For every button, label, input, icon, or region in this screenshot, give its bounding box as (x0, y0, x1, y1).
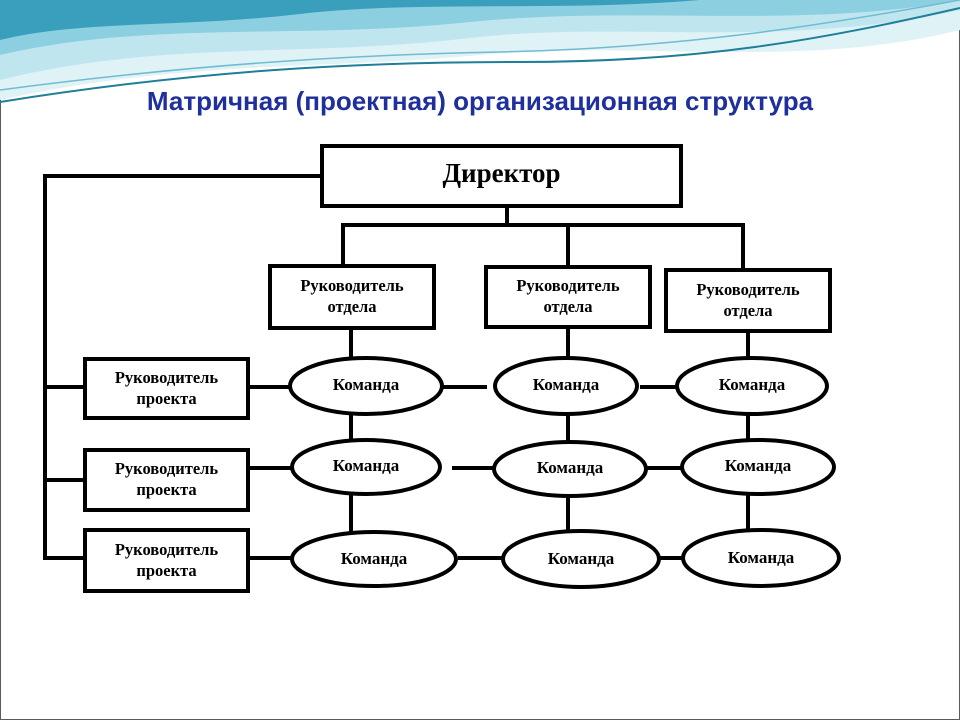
team-ellipse-r3-c3 (681, 528, 841, 588)
dept-head-box-1 (268, 264, 436, 330)
wave-line-1 (0, 7, 960, 103)
team-label-r3-c2: Команда (547, 549, 615, 569)
decorative-wave-header (0, 0, 960, 103)
slide-title: Матричная (проектная) организационная ст… (146, 86, 814, 116)
director-box (320, 144, 683, 208)
team-label-r1-c2: Команда (532, 375, 600, 395)
team-ellipse-r3-c2 (501, 529, 661, 589)
wave-line-2 (0, 0, 960, 91)
director-label: Директор (442, 158, 561, 189)
team-label-r3-c3: Команда (727, 548, 795, 568)
wave-dark (0, 0, 700, 40)
dept-head-box-2 (484, 265, 652, 329)
team-ellipse-r1-c1 (288, 356, 444, 416)
team-ellipse-r1-c3 (675, 356, 829, 416)
team-label-r2-c3: Команда (724, 456, 792, 476)
team-ellipse-r2-c1 (290, 438, 442, 496)
team-label-r1-c3: Команда (718, 375, 786, 395)
pm-box-3 (83, 528, 250, 593)
pm-box-1 (83, 357, 250, 420)
team-ellipse-r3-c1 (290, 530, 458, 588)
team-label-r3-c1: Команда (340, 549, 408, 569)
pm-box-2 (83, 448, 250, 512)
team-ellipse-r1-c2 (493, 356, 639, 416)
team-label-r2-c1: Команда (332, 456, 400, 476)
team-ellipse-r2-c2 (492, 440, 648, 498)
team-label-r1-c1: Команда (332, 375, 400, 395)
team-label-r2-c2: Команда (536, 458, 604, 478)
dept-head-box-3 (664, 268, 832, 333)
team-ellipse-r2-c3 (680, 438, 836, 496)
